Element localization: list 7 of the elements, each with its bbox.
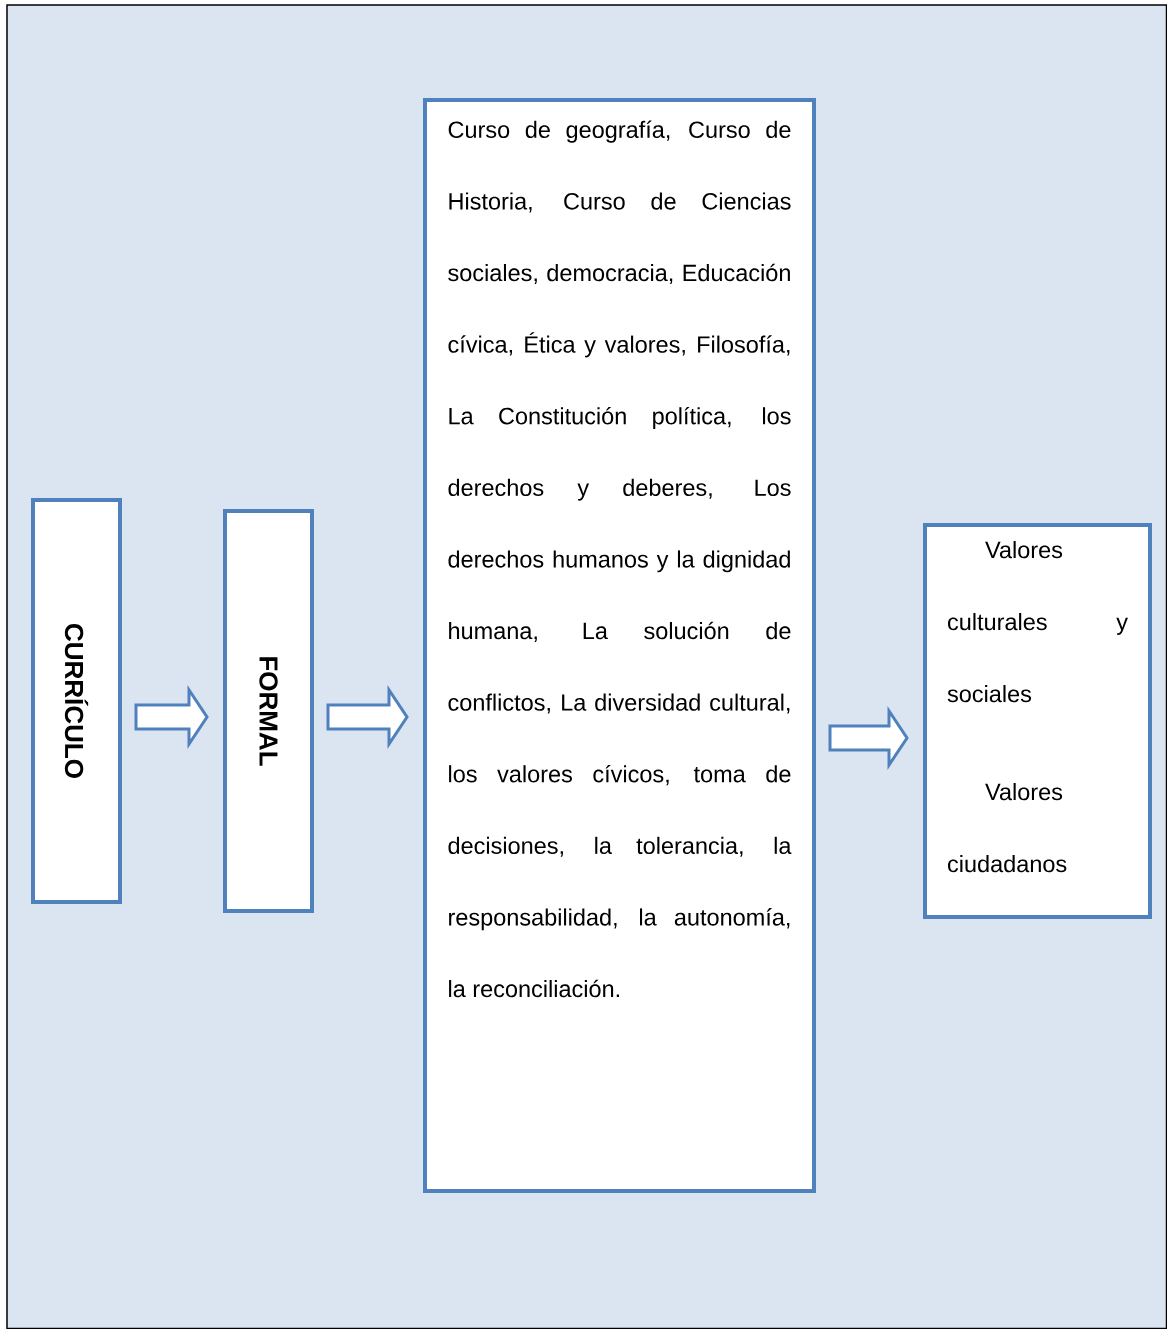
text-box: Valores culturales y sociales Valores ciudadanos xyxy=(923,523,1152,919)
text-box: FORMAL xyxy=(223,509,314,913)
block-arrow xyxy=(828,706,909,770)
text-box: CURRÍCULO xyxy=(31,498,122,904)
text-box: Curso de geografía, Curso de Historia, Curso de Ciencias sociales, democracia, Educación cívica, Ética y valores, Filosofía, La Constitución política, los derechos y deberes, Los derechos humanos y la dignidad humana, La solución de conflictos, La diversidad cultural, los valores cívicos, toma de decisiones, la tolerancia, la responsabilidad, la autonomía, la reconciliación. xyxy=(423,98,816,1193)
block-arrow xyxy=(326,685,409,749)
block-arrow xyxy=(134,685,209,749)
